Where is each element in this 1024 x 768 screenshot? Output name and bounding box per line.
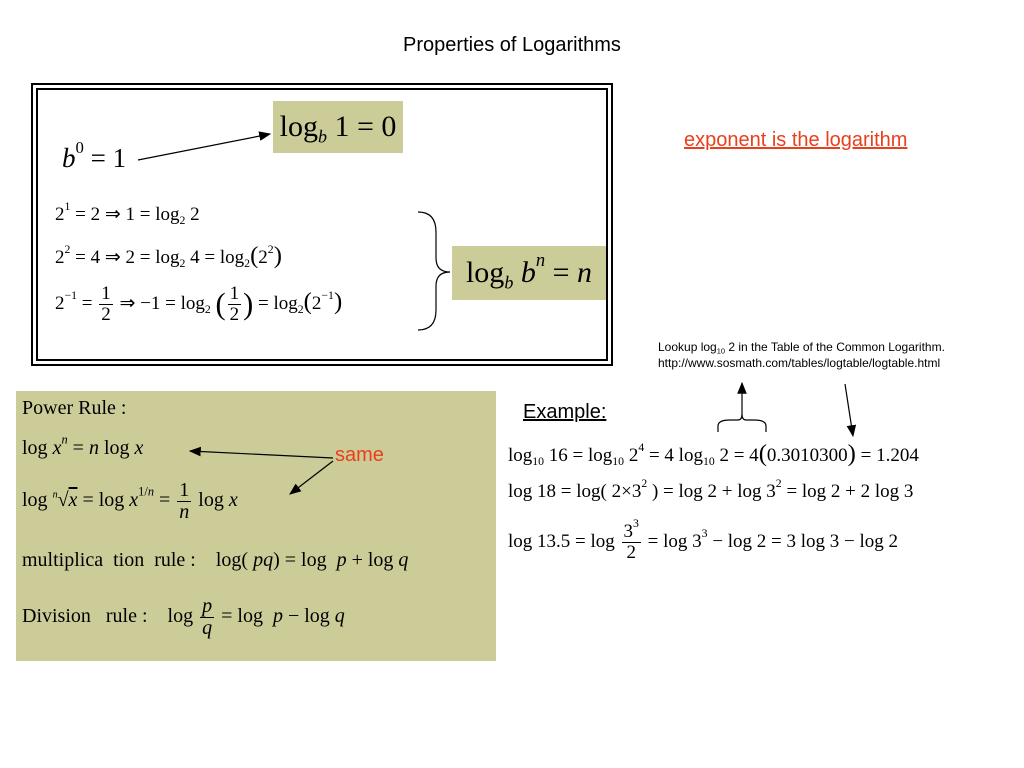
- log-b-1-formula: logb 1 = 0: [273, 101, 403, 153]
- example-label: Example:: [523, 401, 607, 423]
- example-1: log10 16 = log10 24 = 4 log10 2 = 4(0.30…: [508, 440, 919, 469]
- same-note: same: [335, 444, 384, 466]
- page-title: Properties of Logarithms: [403, 34, 621, 56]
- rules-panel: [16, 391, 496, 661]
- multiplication-rule: multiplica tion rule : log( pq) = log p …: [22, 549, 409, 571]
- log-b-bn-formula: logb bn = n: [452, 246, 606, 300]
- b-zero-formula: b0 = 1: [62, 137, 127, 173]
- example-2: log 18 = log( 2×32 ) = log 2 + log 32 = …: [508, 477, 914, 502]
- lookup-url: http://www.sosmath.com/tables/logtable/l…: [658, 356, 941, 370]
- exponent-note: exponent is the logarithm: [684, 129, 908, 151]
- lookup-line-1: Lookup log10 2 in the Table of the Commo…: [658, 340, 945, 356]
- example-brace: [717, 413, 767, 432]
- power-rule-label: Power Rule :: [22, 397, 127, 419]
- definition-box-inner: [36, 88, 608, 361]
- equation-2: 22 = 4 ⇒ 2 = log2 4 = log2(22): [55, 242, 282, 271]
- power-rule-formula-1: log xn = n log x: [22, 432, 144, 459]
- definition-box-outer: [31, 83, 613, 366]
- arrow-lookup-to-value: [844, 383, 857, 438]
- lookup-note: Lookup log10 2 in the Table of the Commo…: [658, 339, 945, 371]
- equation-1: 21 = 2 ⇒ 1 = log2 2: [55, 200, 200, 228]
